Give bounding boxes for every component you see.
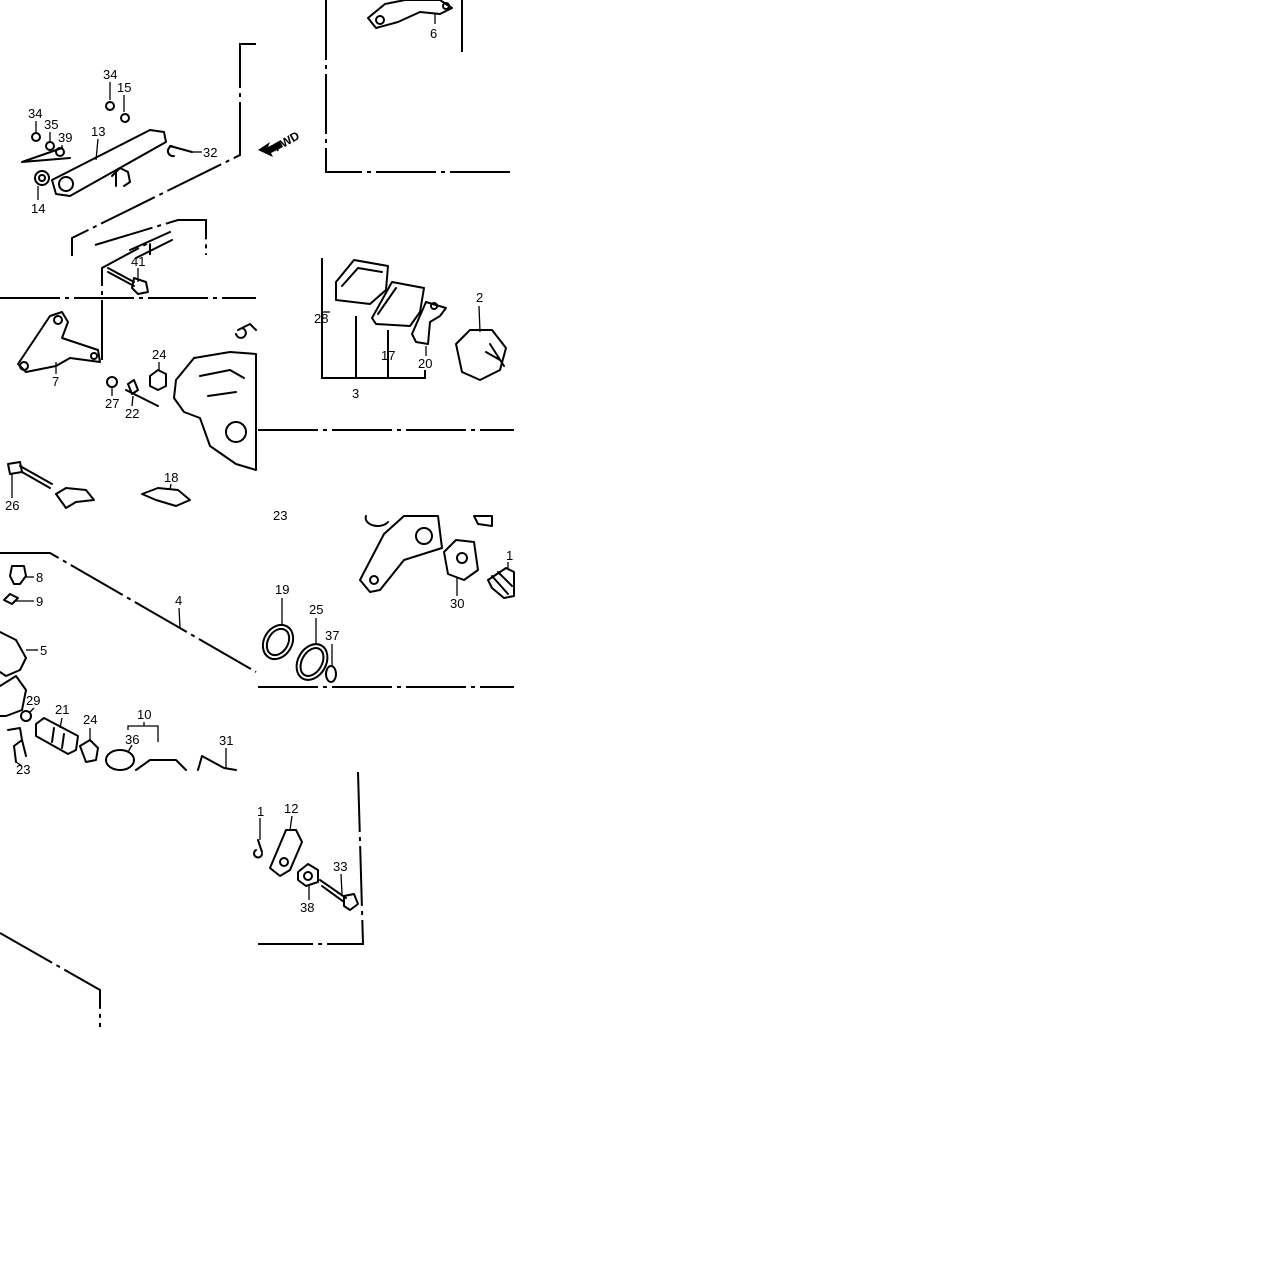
label-29: 29 — [26, 693, 40, 708]
piston-assembly-drawing — [7, 710, 237, 771]
label-20: 20 — [418, 356, 432, 371]
fwd-arrow-icon — [258, 141, 283, 157]
label-1: 1 — [257, 804, 264, 819]
label-27: 27 — [105, 396, 119, 411]
label-37: 37 — [325, 628, 339, 643]
label-10: 10 — [137, 707, 151, 722]
bolt-41-drawing — [107, 231, 173, 295]
label-3: 3 — [352, 386, 359, 401]
label-22: 22 — [125, 406, 139, 421]
label-17: 17 — [381, 348, 395, 363]
diagram-frames — [0, 0, 514, 1027]
sleeve-24-drawing — [106, 369, 167, 407]
caliper-half-drawing — [359, 515, 515, 599]
label-24: 24 — [83, 712, 97, 727]
brake-pads-drawing — [335, 259, 507, 381]
label-41: 41 — [131, 254, 145, 269]
label-34: 34 — [103, 67, 117, 82]
label-32: 32 — [203, 145, 217, 160]
label-28: 28 — [314, 311, 328, 326]
caliper-body-drawing — [173, 323, 257, 471]
fwd-label: FWD — [271, 128, 302, 154]
label-13: 13 — [91, 124, 105, 139]
label-30: 30 — [450, 596, 464, 611]
bracket-12-drawing — [253, 829, 359, 911]
seals-drawing — [261, 623, 337, 683]
label-19: 19 — [275, 582, 289, 597]
label-39: 39 — [58, 130, 72, 145]
label-24: 24 — [152, 347, 166, 362]
label-33: 33 — [333, 859, 347, 874]
label-35: 35 — [44, 117, 58, 132]
label-31: 31 — [219, 733, 233, 748]
label-7: 7 — [52, 374, 59, 389]
label-12: 12 — [284, 801, 298, 816]
label-5: 5 — [40, 643, 47, 658]
label-23: 23 — [273, 508, 287, 523]
label-34: 34 — [28, 106, 42, 121]
label-18: 18 — [164, 470, 178, 485]
label-9: 9 — [36, 594, 43, 609]
bracket-6-drawing — [367, 0, 453, 29]
label-6: 6 — [430, 26, 437, 41]
label-25: 25 — [309, 602, 323, 617]
label-21: 21 — [55, 702, 69, 717]
label-36: 36 — [125, 732, 139, 747]
label-1: 1 — [506, 548, 513, 563]
bracket-7-drawing — [17, 311, 101, 373]
leader-lines — [11, 14, 509, 900]
label-15: 15 — [117, 80, 131, 95]
label-26: 26 — [5, 498, 19, 513]
part-drawings — [0, 0, 515, 911]
label-2: 2 — [476, 290, 483, 305]
label-4: 4 — [175, 593, 182, 608]
label-38: 38 — [300, 900, 314, 915]
label-8: 8 — [36, 570, 43, 585]
label-14: 14 — [31, 201, 45, 216]
label-23: 23 — [16, 762, 30, 777]
lever-arm-13-drawing — [21, 101, 193, 197]
part-labels: 6 34 15 34 35 39 13 32 14 FWD 41 7 24 27… — [5, 26, 513, 915]
bleeder-8-drawing — [0, 565, 27, 717]
bolt-26-drawing — [7, 461, 191, 509]
